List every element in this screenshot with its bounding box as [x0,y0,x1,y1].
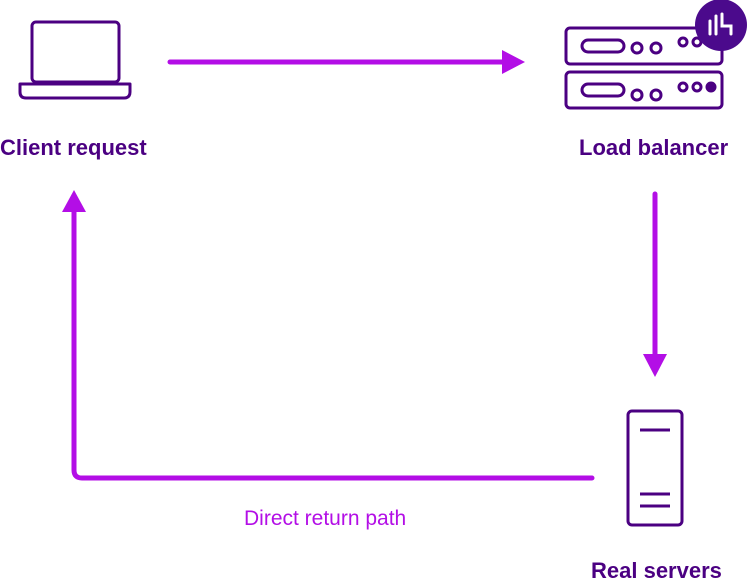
server-tower-icon [626,409,684,527]
server-rack-icon [564,26,724,110]
arrow-load-balancer-to-real-servers [643,191,667,377]
arrow-direct-return-path [62,190,595,481]
brand-logo-icon [695,0,747,51]
load-balancer-label: Load balancer [579,135,729,160]
real-servers-label: Real servers [591,558,722,583]
direct-return-path-label: Direct return path [244,507,407,530]
arrow-client-to-load-balancer [167,50,525,74]
laptop-icon [18,20,132,100]
client-request-label: Client request [0,135,147,160]
